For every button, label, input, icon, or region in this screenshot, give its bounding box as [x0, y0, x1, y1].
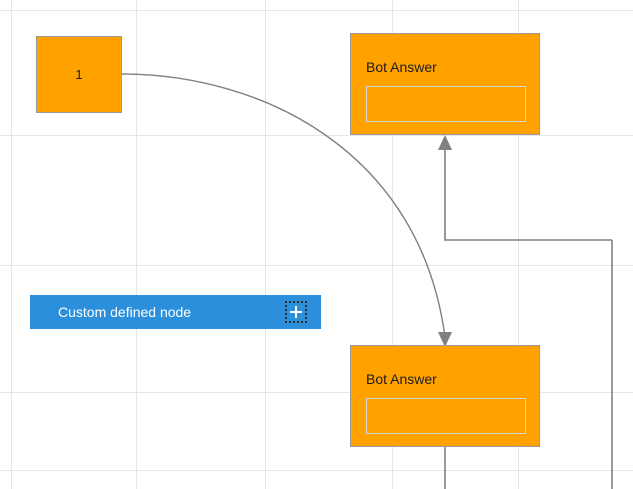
grid-line-vertical — [265, 0, 266, 489]
grid-line-horizontal — [0, 470, 633, 471]
grid-line-horizontal — [0, 265, 633, 266]
node-1[interactable]: 1 — [36, 36, 122, 113]
custom-defined-node-bar[interactable]: Custom defined node — [30, 295, 321, 329]
bot-answer-top-slot[interactable] — [366, 86, 526, 122]
grid-line-horizontal — [0, 135, 633, 136]
grid-line-vertical — [11, 0, 12, 489]
bot-answer-bottom-slot[interactable] — [366, 398, 526, 434]
plus-icon[interactable] — [285, 301, 307, 323]
bot-answer-bottom-title: Bot Answer — [366, 371, 437, 387]
bot-answer-top-title: Bot Answer — [366, 59, 437, 75]
bot-answer-node-bottom[interactable]: Bot Answer — [350, 345, 540, 447]
grid-line-horizontal — [0, 392, 633, 393]
grid-line-vertical — [518, 0, 519, 489]
node-1-label: 1 — [75, 67, 83, 82]
bot-answer-node-top[interactable]: Bot Answer — [350, 33, 540, 135]
grid-line-vertical — [136, 0, 137, 489]
grid-line-horizontal — [0, 10, 633, 11]
custom-defined-node-label: Custom defined node — [58, 304, 192, 320]
